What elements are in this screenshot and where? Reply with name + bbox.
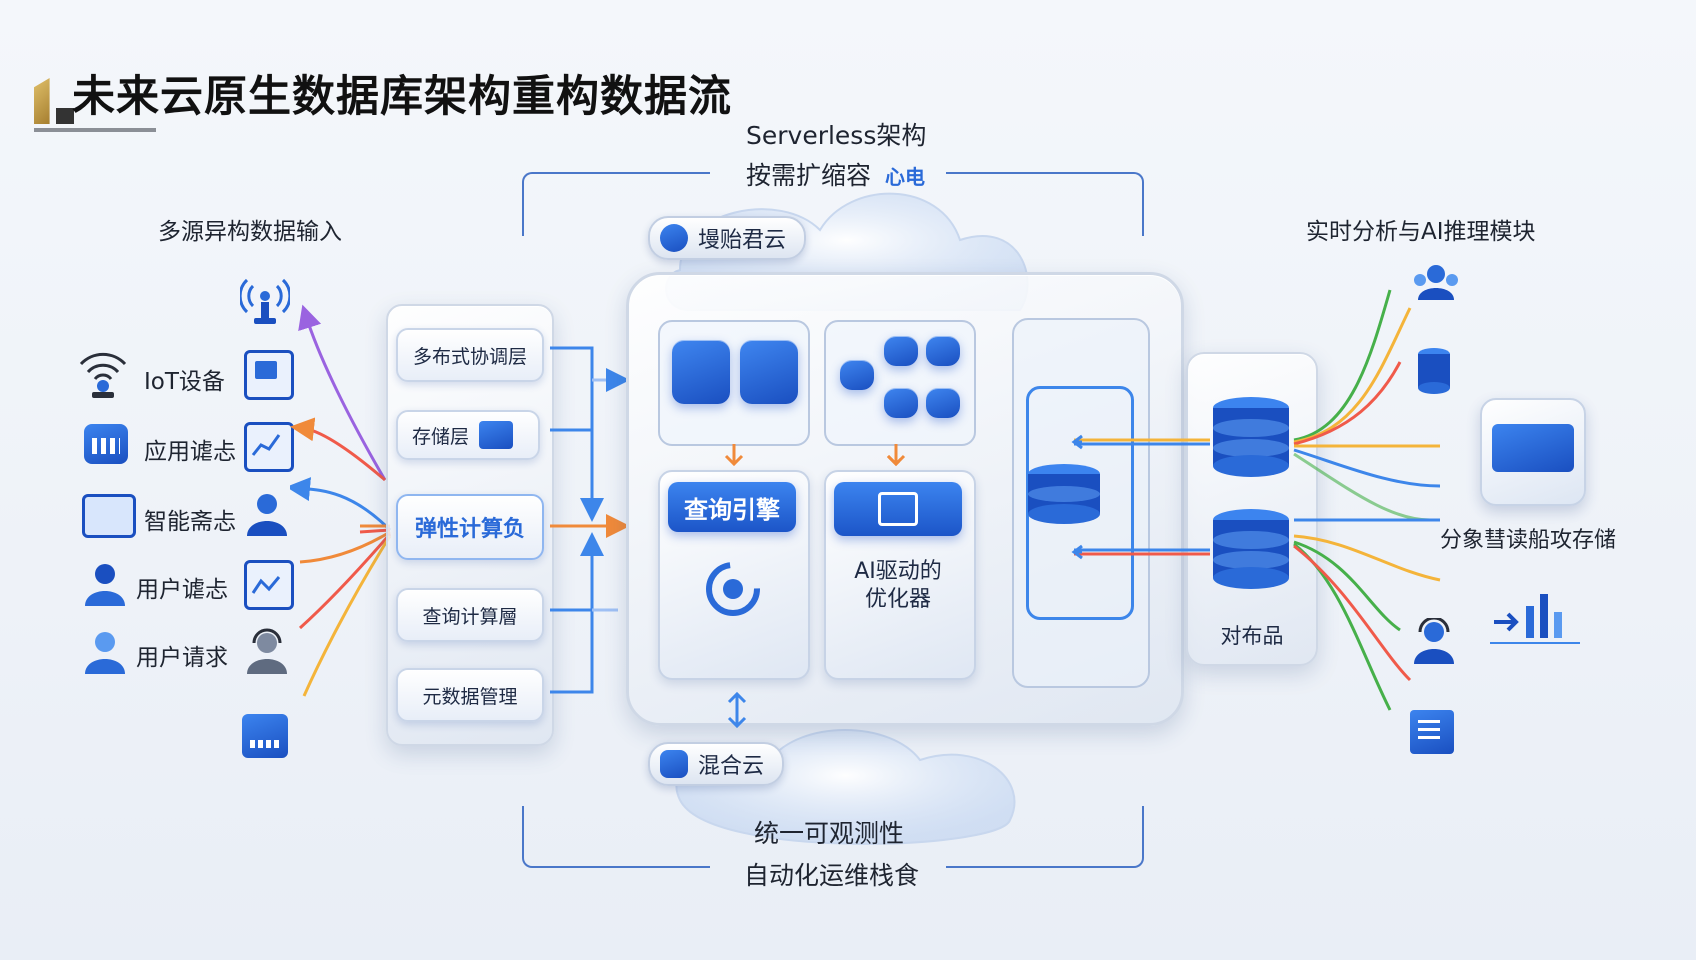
- layer-core-connectors: [550, 346, 628, 694]
- optimizer-line1: AI驱动的: [854, 559, 942, 584]
- autoscale-suffix: 心电: [884, 165, 925, 189]
- input-label-applog: 应用谑忐: [144, 439, 236, 465]
- user-profile-icon: [85, 564, 125, 606]
- core-database-icon: [1028, 464, 1100, 524]
- page-title: 未来云原生数据库架构重构数据流: [72, 72, 732, 122]
- analytics-caption: 分象彗读船攻存储: [1440, 528, 1617, 553]
- title-underline: [34, 128, 156, 132]
- automation-text: 自动化运维栈: [744, 861, 895, 890]
- layer-metadata[interactable]: 元数据管理: [396, 668, 544, 722]
- user-group-icon: [1414, 265, 1458, 300]
- document-icon: [672, 340, 730, 404]
- automation-suffix: 食: [894, 861, 920, 890]
- layer-storage-label: 存储层: [412, 425, 470, 448]
- folder-icon: [479, 421, 514, 449]
- serverless-label: Serverless架构: [746, 121, 927, 150]
- headset-user-icon: [247, 628, 287, 674]
- monitor-icon: [244, 350, 294, 400]
- analytics-dashboard-card[interactable]: [1480, 398, 1586, 506]
- cloud-gear-icon: [660, 224, 688, 252]
- document-list-icon: [740, 340, 798, 404]
- check-icon-4: [926, 388, 960, 418]
- top-bracket-right: [946, 172, 1144, 236]
- antenna-icon: [240, 278, 290, 324]
- device-panel-icon: [82, 494, 136, 538]
- input-label-smartlog: 智能斋忐: [144, 509, 236, 535]
- layer-stack-panel: 多布式协调层 存储层 弹性计算负 查询计算層 元数据管理: [386, 304, 554, 746]
- input-flow-arrows: [290, 304, 392, 697]
- report-doc-icon: [1410, 710, 1454, 754]
- core-storage-frame: [1026, 386, 1134, 620]
- layer-elastic-compute[interactable]: 弹性计算负: [396, 494, 544, 560]
- wifi-device-icon: [79, 352, 127, 398]
- optimizer-text: AI驱动的 优化器: [826, 558, 970, 614]
- image-frame-icon: [244, 560, 294, 610]
- title-logo-mark: [34, 78, 50, 124]
- cloud-tag-bottom-label: 混合云: [698, 754, 765, 779]
- bar-growth-icon: [1490, 594, 1580, 644]
- automation-label: 自动化运维栈食: [744, 856, 919, 892]
- top-bracket-left: [522, 172, 710, 236]
- storage-db-bottom-icon: [1213, 509, 1289, 589]
- ai-optimizer-card: AI驱动的 优化器: [824, 470, 976, 680]
- analytics-heading: 实时分析与AI推理模块: [1306, 219, 1536, 245]
- input-heading: 多源异构数据输入: [158, 219, 342, 245]
- check-icon-2: [926, 336, 960, 366]
- refresh-cycle-icon: [706, 562, 760, 616]
- cloud-tag-bottom[interactable]: 混合云: [648, 742, 785, 786]
- input-label-iot: IoT设备: [144, 369, 225, 395]
- storage-label: 对布品: [1220, 624, 1284, 648]
- check-icon-1: [884, 336, 918, 366]
- input-label-request: 用户请求: [136, 645, 228, 671]
- database-stack-icon: [1418, 348, 1450, 394]
- user-request-icon: [85, 632, 125, 674]
- layer-storage[interactable]: 存储层: [396, 410, 540, 460]
- down-arrow-right: [886, 444, 906, 467]
- bottom-bracket-right: [946, 806, 1144, 868]
- observability-label: 统一可观测性: [754, 819, 905, 848]
- doc-tiles-group: [658, 320, 810, 446]
- check-tiles-group: [824, 320, 976, 446]
- check-icon-3: [884, 388, 918, 418]
- layer-query-compute[interactable]: 查询计算層: [396, 588, 544, 642]
- optimizer-line2: 优化器: [864, 587, 931, 612]
- hybrid-cloud-icon: [660, 750, 688, 778]
- autoscale-text: 按需扩缩容: [746, 161, 872, 190]
- input-label-userlog: 用户谑忐: [136, 577, 228, 603]
- title-logo-accent: [56, 108, 74, 124]
- query-engine-button[interactable]: 查询引擎: [668, 482, 796, 532]
- dashboard-icon: [242, 714, 288, 758]
- storage-db-top-icon: [1213, 397, 1289, 477]
- database-chip-icon: [840, 360, 874, 390]
- app-grid-icon: [84, 424, 128, 464]
- query-engine-card: 查询引擎: [658, 470, 810, 680]
- layer-coordination[interactable]: 多布式协调层: [396, 328, 544, 382]
- bottom-bracket-left: [522, 806, 710, 868]
- cloud-tag-top-label: 墁贻君云: [698, 228, 787, 253]
- chart-window-icon: [244, 422, 294, 472]
- output-flow-arrows: [1293, 289, 1441, 711]
- analytics-chart-icon: [1492, 424, 1574, 472]
- storage-connectors: [1071, 434, 1210, 560]
- cloud-tag-top[interactable]: 墁贻君云: [648, 216, 807, 260]
- vertical-double-arrow: [727, 691, 747, 729]
- autoscale-label: 按需扩缩容 心电: [746, 156, 925, 192]
- down-arrows: [724, 444, 900, 467]
- user-icon: [247, 494, 287, 536]
- support-user-icon: [1414, 618, 1454, 664]
- optimizer-doc-icon: [878, 492, 918, 526]
- optimizer-icon-button[interactable]: [834, 482, 962, 536]
